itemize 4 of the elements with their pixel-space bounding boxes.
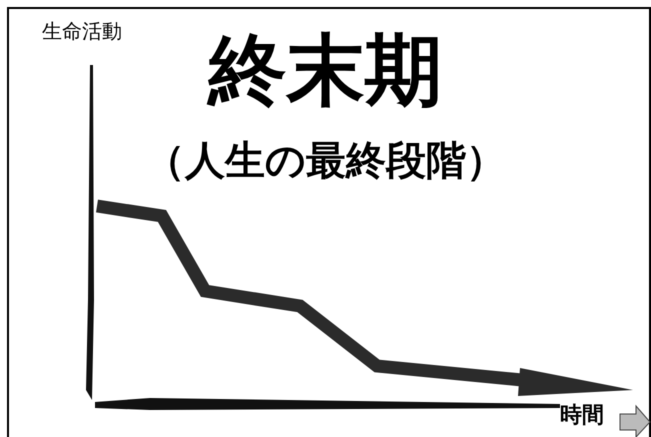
axis-label: 時間 <box>560 402 604 430</box>
title: 終末期 <box>206 32 444 110</box>
subtitle: （人生の最終段階） <box>144 137 507 186</box>
axis-label: 生命活動 <box>42 18 122 45</box>
